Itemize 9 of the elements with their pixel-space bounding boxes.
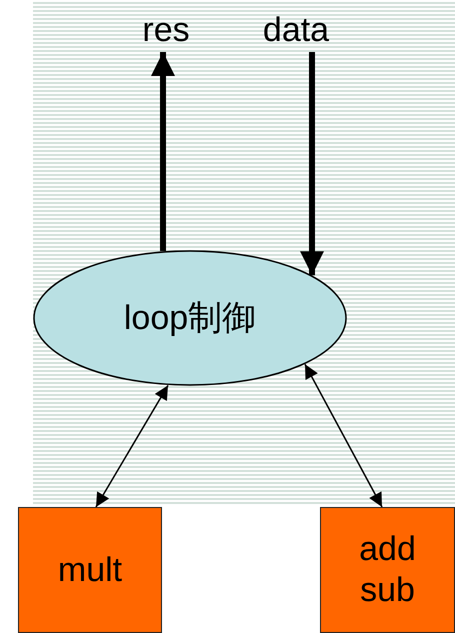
arrow [151, 52, 175, 252]
arrow [300, 52, 324, 276]
module-box: mult [18, 507, 162, 633]
signal-label: res [128, 8, 204, 52]
process-ellipse: loop制御 [33, 250, 347, 386]
arrow [304, 364, 383, 508]
signal-label: data [246, 8, 346, 52]
arrow [95, 384, 169, 508]
module-box: add sub [320, 507, 455, 633]
